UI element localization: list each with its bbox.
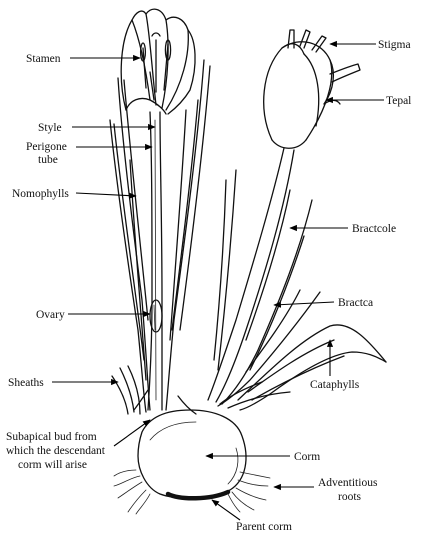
label-bractca: Bractca (273, 297, 373, 309)
label-stigma: Stigma (329, 39, 411, 51)
label-sheaths-text: Sheaths (8, 377, 44, 389)
label-corm-text: Corm (294, 451, 320, 463)
sheaths-drawing (111, 365, 197, 415)
label-subapical-bud-text-1: Subapical bud from (6, 431, 97, 443)
leader-nomophylls (75, 192, 137, 199)
label-style-text: Style (38, 122, 62, 134)
label-ovary: Ovary (36, 309, 151, 321)
label-perigone-tube: Perigone tube (26, 141, 153, 166)
left-flower (120, 8, 196, 115)
label-bractcole-text: Bractcole (352, 223, 396, 235)
leader-parent-corm (211, 499, 241, 521)
right-stem-and-bracts (207, 147, 321, 407)
label-subapical-bud-text-3: corm will arise (18, 459, 87, 471)
corm-drawing (137, 409, 247, 501)
roots-drawing (113, 469, 271, 515)
label-perigone-tube-text-2: tube (38, 154, 58, 166)
label-tepal: Tepal (325, 95, 411, 107)
label-parent-corm: Parent corm (211, 499, 292, 533)
label-stigma-text: Stigma (378, 39, 411, 51)
label-tepal-text: Tepal (386, 95, 411, 107)
label-parent-corm-text: Parent corm (236, 521, 292, 533)
label-adventitious-roots: Adventitious roots (273, 477, 378, 503)
leader-subapical-bud (113, 419, 151, 447)
label-cataphylls-text: Cataphylls (310, 379, 360, 391)
label-sheaths: Sheaths (8, 377, 119, 389)
label-bractca-text: Bractca (338, 297, 373, 309)
cataphylls-drawing (219, 324, 387, 411)
label-subapical-bud-text-2: which the descendant (6, 445, 106, 457)
label-stamen: Stamen (26, 53, 141, 65)
label-adventitious-roots-text-2: roots (338, 491, 362, 503)
crocus-plant-illustration (109, 8, 387, 515)
leader-bractca (273, 301, 335, 308)
label-cataphylls: Cataphylls (310, 339, 360, 391)
right-flower (263, 29, 361, 149)
label-nomophylls: Nomophylls (12, 188, 137, 200)
label-style: Style (38, 122, 156, 134)
label-subapical-bud: Subapical bud from which the descendant … (6, 419, 151, 471)
label-adventitious-roots-text-1: Adventitious (318, 477, 378, 489)
label-ovary-text: Ovary (36, 309, 65, 321)
left-stem (147, 111, 163, 411)
label-stamen-text: Stamen (26, 53, 61, 65)
label-corm: Corm (205, 451, 320, 463)
label-nomophylls-text: Nomophylls (12, 188, 69, 200)
label-perigone-tube-text-1: Perigone (26, 141, 67, 153)
label-bractcole: Bractcole (289, 223, 396, 235)
